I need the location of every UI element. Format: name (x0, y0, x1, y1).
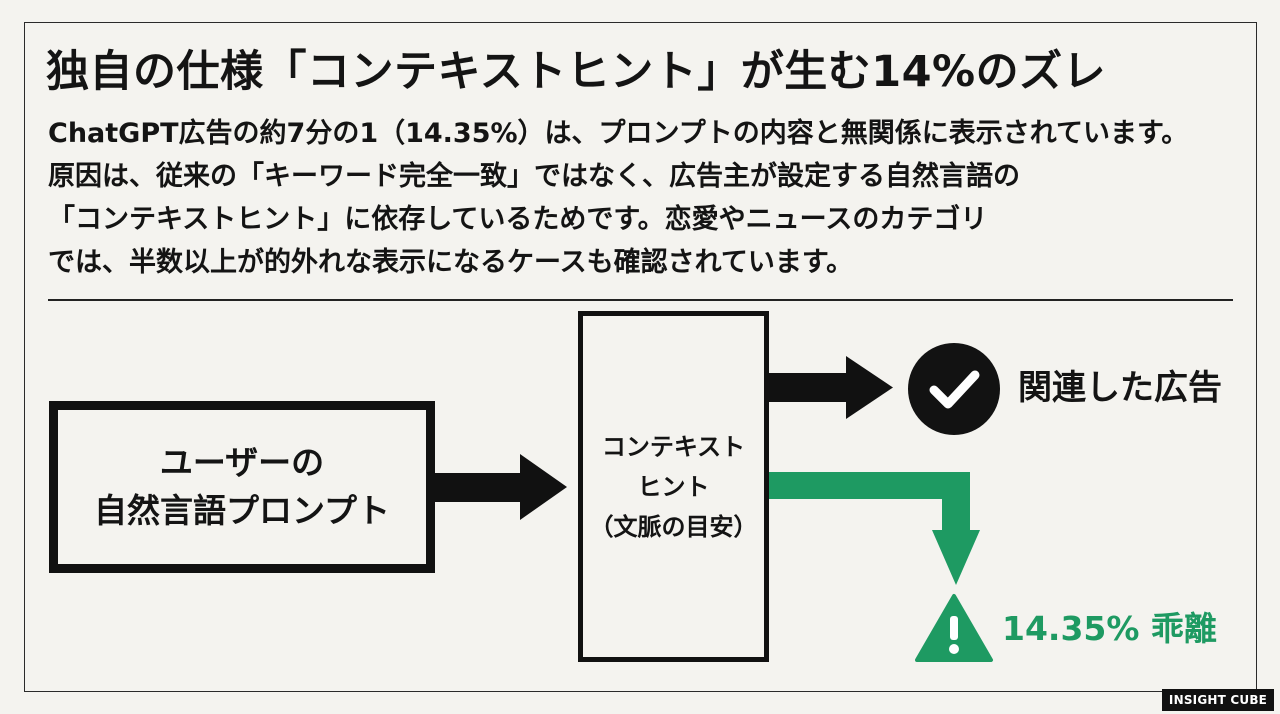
description-line: 「コンテキストヒント」に依存しているためです。恋愛やニュースのカテゴリ (48, 204, 988, 235)
user-prompt-label-line1: ユーザーの (159, 443, 325, 482)
context-hint-label-line2: ヒント (637, 472, 710, 501)
arrow-hint-to-relevant (769, 356, 893, 419)
arrow-user-to-hint (435, 454, 567, 520)
user-prompt-label-line2: 自然言語プロンプト (93, 491, 390, 530)
user-prompt-box: ユーザーの 自然言語プロンプト (49, 401, 435, 573)
relevant-ad-label: 関連した広告 (1018, 368, 1222, 408)
section-divider (48, 299, 1233, 301)
description-line: では、半数以上が的外れな表示になるケースも確認されています。 (48, 247, 854, 278)
context-hint-label-line1: コンテキスト (601, 432, 746, 461)
context-hint-label-line3: （文脈の目安） (589, 512, 758, 541)
checkmark-icon (929, 370, 980, 409)
arrow-hint-to-deviation (769, 472, 980, 585)
description-line: ChatGPT広告の約7分の1（14.35%）は、プロンプトの内容と無関係に表示… (48, 118, 1189, 149)
context-hint-box: コンテキスト ヒント （文脈の目安） (578, 311, 769, 662)
slide-title: 独自の仕様「コンテキストヒント」が生む14%のズレ (46, 47, 1107, 97)
description-text: ChatGPT広告の約7分の1（14.35%）は、プロンプトの内容と無関係に表示… (48, 112, 1248, 284)
slide-frame (24, 22, 1257, 692)
brand-badge: INSIGHT CUBE (1162, 689, 1274, 711)
warning-triangle-icon (915, 594, 993, 662)
deviation-label: 14.35% 乖離 (1002, 609, 1217, 648)
check-circle-icon (908, 343, 1000, 435)
description-line: 原因は、従来の「キーワード完全一致」ではなく、広告主が設定する自然言語の (48, 161, 1020, 192)
